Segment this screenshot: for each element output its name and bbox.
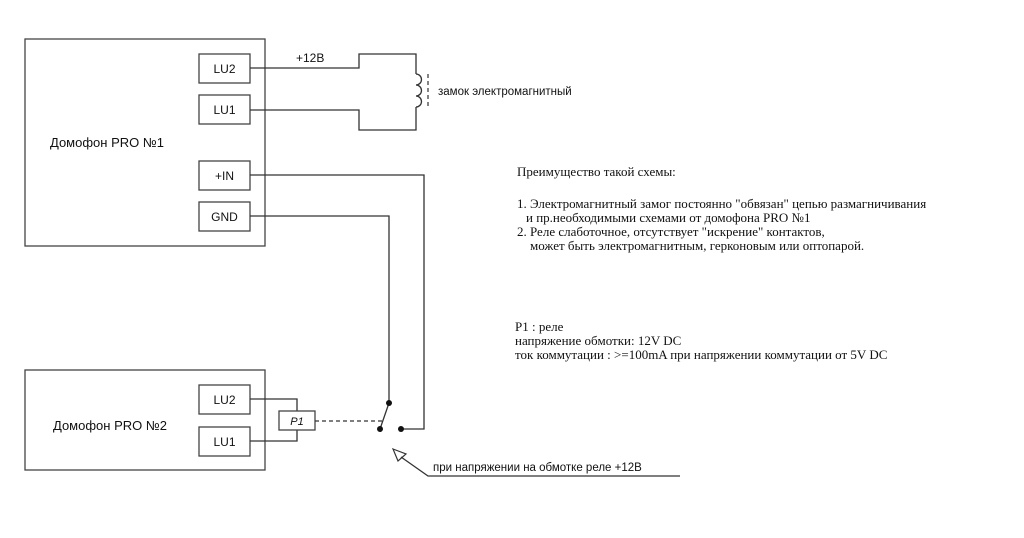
lock-label: замок электромагнитный	[438, 86, 572, 98]
wire-gnd	[250, 215, 390, 403]
intercom-1-title: Домофон PRO №1	[50, 135, 164, 150]
terminal-label: +IN	[215, 169, 234, 183]
advantage-1-line2: и пр.необходимыми схемами от домофона PR…	[526, 210, 811, 225]
intercom-1-terminal-lu1	[198, 94, 251, 125]
relay-note: при напряжении на обмотке реле +12В	[433, 462, 642, 474]
wire-in	[250, 174, 425, 430]
relay-spec-title: P1 : реле	[515, 319, 564, 334]
wire-lu2-to-lock	[250, 53, 417, 74]
intercom-1-terminal-gnd	[198, 201, 251, 232]
relay-label: P1	[290, 416, 303, 428]
intercom-1-terminal-lu2	[198, 53, 251, 84]
relay-spec-coil-voltage: напряжение обмотки: 12V DC	[515, 333, 682, 348]
advantage-2-line1: 2. Реле слаботочное, отсутствует "искрен…	[517, 224, 825, 239]
terminal-label: LU1	[213, 103, 235, 117]
advantages-heading: Преимущество такой схемы:	[517, 164, 676, 179]
lock-coil-icon	[415, 73, 423, 108]
annotation-leader	[400, 456, 680, 477]
advantage-2-line2: может быть электромагнитным, герконовым …	[530, 238, 865, 253]
advantage-1-line1: 1. Электромагнитный замог постоянно "обв…	[517, 196, 927, 211]
terminal-label: LU1	[213, 435, 235, 449]
intercom-2-title: Домофон PRO №2	[53, 418, 167, 433]
relay-contact-icon	[379, 402, 390, 430]
terminal-label: GND	[211, 210, 238, 224]
relay-spec-switching: ток коммутации : >=100mA при напряжении …	[515, 347, 888, 362]
intercom-2-terminal-lu1	[198, 426, 251, 457]
contact-dot	[377, 426, 383, 432]
contact-dot	[398, 426, 404, 432]
wire-lu1-to-lock	[250, 107, 417, 131]
wire-lu2-to-relay	[250, 398, 298, 411]
terminal-label: LU2	[213, 62, 235, 76]
wire-lu1-to-relay	[250, 430, 298, 442]
supply-label: +12В	[296, 51, 324, 65]
contact-dot	[386, 400, 392, 406]
terminal-label: LU2	[213, 393, 235, 407]
